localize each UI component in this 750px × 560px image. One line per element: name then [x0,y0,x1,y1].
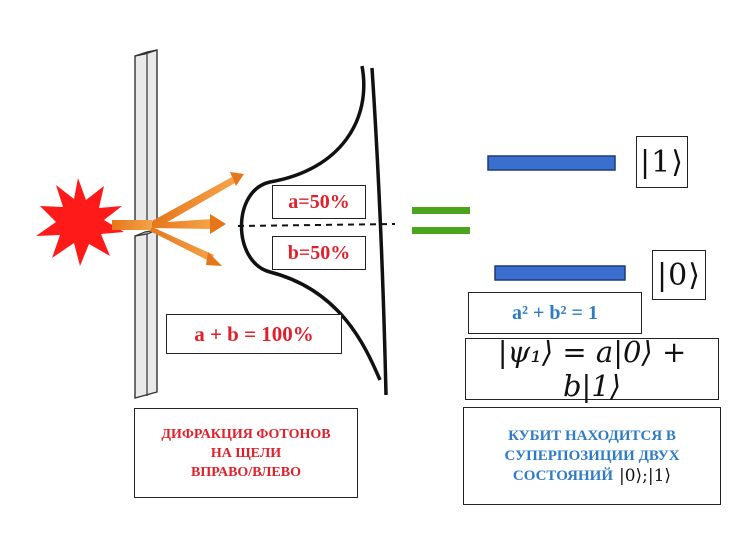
caption-line: КУБИТ НАХОДИТСЯ В [508,428,676,444]
prob-a-text: a=50% [288,190,350,213]
ket-one-box: |1⟩ [636,136,688,188]
slit-wall [134,49,158,399]
normalization-text: a² + b² = 1 [512,301,598,324]
sum-percent-label: a + b = 100% [166,314,342,354]
ket-zero-box: |0⟩ [652,250,706,300]
explosion-burst-icon [36,178,124,266]
state-equation-text: |ψ₁⟩ = a|0⟩ + b|1⟩ [497,335,687,403]
caption-line-with-kets: СОСТОЯНИЙ |0⟩;|1⟩ [513,466,671,486]
caption-line: ДИФРАКЦИЯ ФОТОНОВ [161,426,331,442]
detection-screen [370,67,388,396]
state-equation-box: |ψ₁⟩ = a|0⟩ + b|1⟩ [465,335,719,403]
prob-b-label: b=50% [272,236,366,270]
normalization-box: a² + b² = 1 [468,292,642,334]
diffraction-caption: ДИФРАКЦИЯ ФОТОНОВ НА ЩЕЛИ ВПРАВО/ВЛЕВО [134,408,358,498]
caption-line: СОСТОЯНИЙ [512,468,613,484]
qubit-caption: КУБИТ НАХОДИТСЯ В СУПЕРПОЗИЦИИ ДВУХ СОСТ… [463,407,721,505]
ket-one-text: |1⟩ [640,144,684,180]
sum-percent-text: a + b = 100% [194,321,314,346]
equals-sign [412,207,470,234]
prob-a-label: a=50% [272,185,366,219]
level-zero-bar [494,265,626,281]
caption-line: СУПЕРПОЗИЦИИ ДВУХ [504,448,680,464]
caption-line: НА ЩЕЛИ [210,445,282,461]
caption-kets: |0⟩;|1⟩ [618,466,672,486]
ket-zero-text: |0⟩ [657,257,701,293]
photon-arrow-icon [112,172,244,266]
caption-line: ВПРАВО/ВЛЕВО [190,464,302,480]
center-dashed-line [237,223,396,227]
level-one-bar [487,155,616,171]
prob-b-text: b=50% [287,241,351,264]
